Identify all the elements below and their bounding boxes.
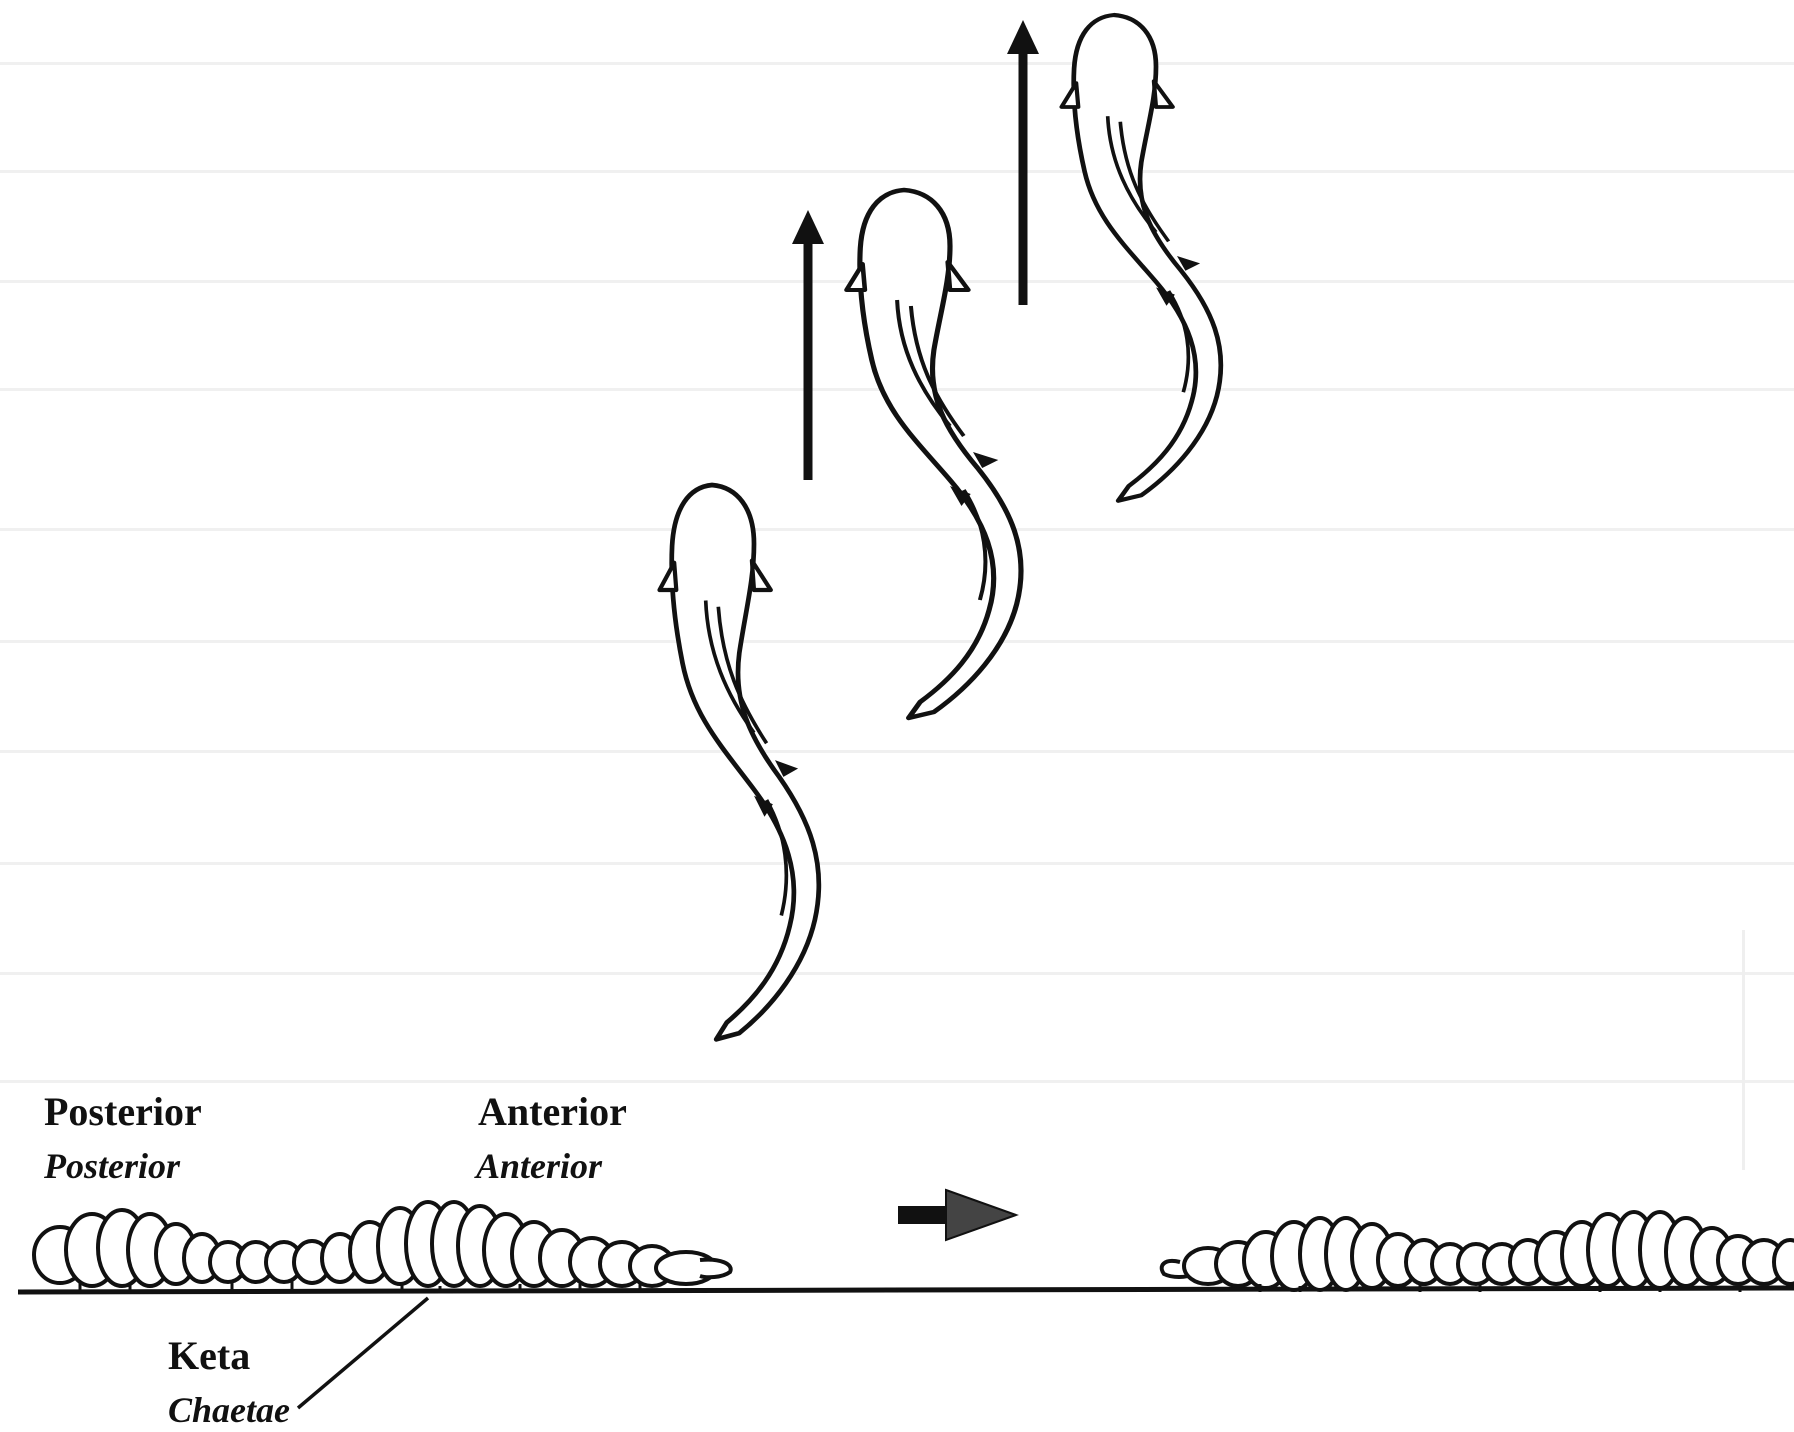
chaetae-pointer <box>298 1298 428 1408</box>
swimmer-1 <box>660 485 819 1039</box>
chaetae-label: Chaetae <box>168 1392 290 1428</box>
worm-right <box>1162 1212 1794 1292</box>
up-arrow-left <box>792 210 824 480</box>
posterior-alt-label: Posterior <box>44 1148 180 1184</box>
keta-label: Keta <box>168 1336 250 1376</box>
right-arrow <box>898 1190 1016 1240</box>
posterior-label: Posterior <box>44 1092 202 1132</box>
swimmer-3 <box>1062 15 1221 501</box>
swimmer-2 <box>847 190 1022 718</box>
worm-left <box>34 1202 731 1292</box>
anterior-alt-label: Anterior <box>476 1148 602 1184</box>
ground-line <box>18 1288 1794 1292</box>
anterior-label: Anterior <box>478 1092 627 1132</box>
